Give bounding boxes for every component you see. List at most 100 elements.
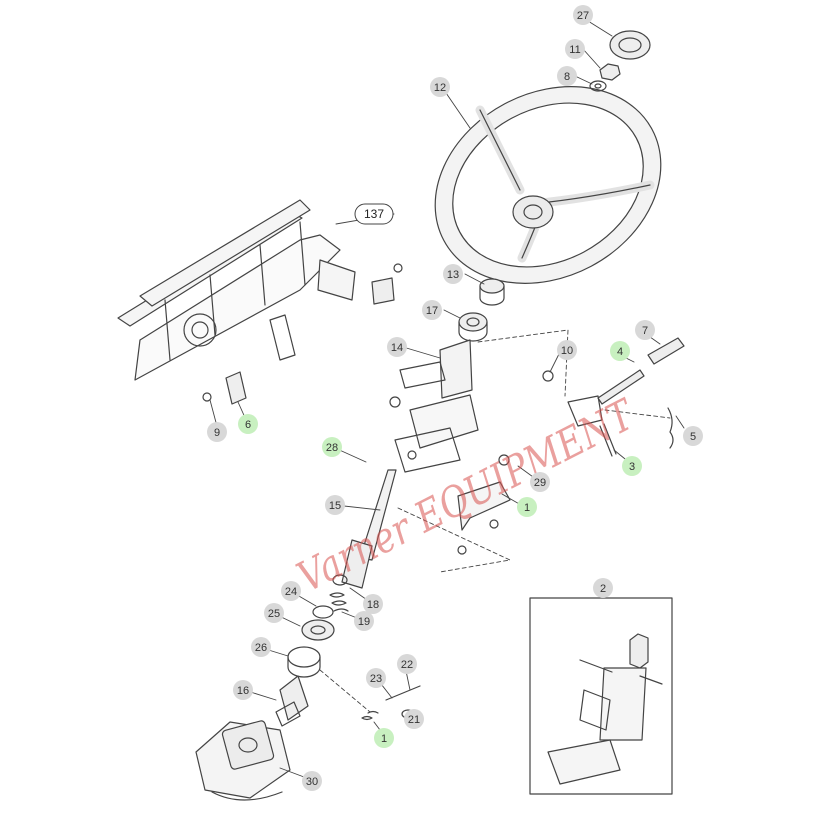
part-label-text: 22 [401,659,413,671]
bushing-13 [479,278,505,306]
part-label-18: 18 [363,594,383,614]
bracket-1-upper [457,454,511,555]
part-label-text: 13 [447,269,459,281]
part-label-text: 25 [268,608,280,620]
parts-artwork [117,15,685,801]
part-label-17: 17 [422,300,442,320]
part-label-badge [622,456,642,476]
part-label-1: 1 [374,728,394,748]
part-label-badge [422,300,442,320]
part-label-text: 12 [434,82,446,94]
part-label-text: 23 [370,673,382,685]
part-label-text: 21 [408,714,420,726]
part-label-14: 14 [387,337,407,357]
part-label-21: 21 [404,709,424,729]
part-label-text: 14 [391,342,403,354]
nut-11 [599,63,621,81]
part-label-badge [322,437,342,457]
part-label-13: 13 [443,264,463,284]
part-label-22: 22 [397,654,417,674]
part-label-badge [325,495,345,515]
part-label-19: 19 [354,611,374,631]
part-label-8: 8 [557,66,577,86]
part-label-badge [404,709,424,729]
steering-valve-30 [195,720,291,801]
part-label-text: 10 [561,345,573,357]
part-label-text: 24 [285,586,297,598]
part-label-badge [530,472,550,492]
part-label-1: 1 [517,497,537,517]
clip-18 [332,574,348,586]
part-label-text: 8 [564,71,570,83]
part-label-text: 30 [306,776,318,788]
part-label-23: 23 [366,668,386,688]
part-label-badge [610,341,630,361]
bracket-6-9 [202,371,247,405]
part-label-badge [238,414,258,434]
part-label-badge [397,654,417,674]
part-label-badge [683,426,703,446]
clip-right-frame [371,263,403,305]
part-label-text: 29 [534,477,546,489]
part-label-badge [443,264,463,284]
part-label-text: 4 [617,346,623,358]
coupler-16 [275,675,309,727]
part-label-text: 6 [245,419,251,431]
part-label-16: 16 [233,680,253,700]
steering-shaft-15 [341,469,397,589]
part-label-4: 4 [610,341,630,361]
part-label-25: 25 [264,603,284,623]
part-label-badge [557,66,577,86]
part-label-text: 28 [326,442,338,454]
part-label-text: 26 [255,642,267,654]
part-label-text: 18 [367,599,379,611]
part-label-badge [573,5,593,25]
part-label-text: 16 [237,685,249,697]
part-label-text: 17 [426,305,438,317]
part-label-10: 10 [557,340,577,360]
part-label-badge [302,771,322,791]
part-label-badge [233,680,253,700]
wheel-cap-27 [609,30,651,60]
part-label-5: 5 [683,426,703,446]
part-label-badge [517,497,537,517]
part-label-badge [207,422,227,442]
part-label-text: 2 [600,583,606,595]
part-label-26: 26 [251,637,271,657]
part-label-badge [565,39,585,59]
part-label-3: 3 [622,456,642,476]
dashed-leaders [319,329,671,713]
washer-24 [312,605,334,619]
part-label-text: 27 [577,10,589,22]
part-label-text: 1 [524,502,530,514]
part-label-11: 11 [565,39,585,59]
part-label-9: 9 [207,422,227,442]
tilt-lever-assembly [542,337,685,457]
part-label-text: 19 [358,616,370,628]
part-label-28: 28 [322,437,342,457]
part-label-badge [354,611,374,631]
part-label-badge [557,340,577,360]
part-label-27: 27 [573,5,593,25]
part-label-badge [366,668,386,688]
washer-8 [589,80,607,92]
part-label-29: 29 [530,472,550,492]
part-label-text: 15 [329,500,341,512]
part-label-30: 30 [302,771,322,791]
part-label-badge [363,594,383,614]
callout-137: 137 [354,203,394,225]
part-label-2: 2 [593,578,613,598]
bearing-25 [301,619,335,641]
part-label-badge [281,581,301,601]
part-label-7: 7 [635,320,655,340]
part-label-badge [430,77,450,97]
part-label-text: 1 [381,733,387,745]
part-label-badge [251,637,271,657]
part-label-badge [264,603,284,623]
steering-wheel [434,86,662,284]
spring-19 [329,592,349,612]
dash-frame-137 [117,199,356,381]
part-label-text: 3 [629,461,635,473]
